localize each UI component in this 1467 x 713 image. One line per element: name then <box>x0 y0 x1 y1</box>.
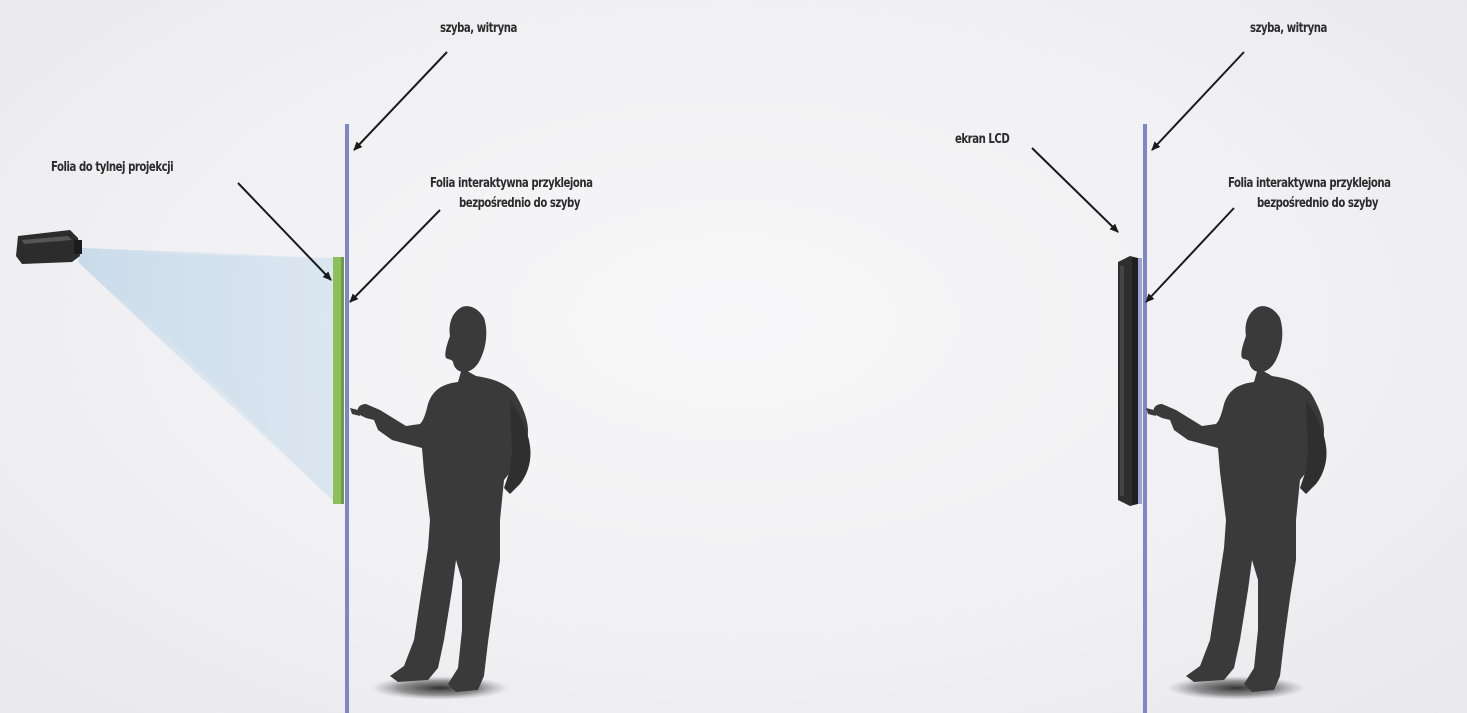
arrow-rear-film <box>237 182 332 281</box>
glass-pane-right <box>1143 124 1147 713</box>
glass-pane-left <box>345 124 349 713</box>
person-shadow-right <box>1166 676 1306 700</box>
label-touch-film-right-line2: bezpośrednio do szyby <box>1257 196 1378 211</box>
arrow-glass-left <box>353 51 448 151</box>
arrow-touch-film-left <box>349 209 441 303</box>
person-shadow-left <box>370 676 510 700</box>
rear-projection-film <box>333 257 341 504</box>
label-touch-film-left-line1: Folia interaktywna przyklejona <box>430 176 593 191</box>
arrow-touch-film-right <box>1145 207 1235 303</box>
projector-icon <box>16 230 82 264</box>
arrow-glass-right <box>1151 51 1245 151</box>
label-lcd-screen: ekran LCD <box>955 132 1010 147</box>
lcd-screen <box>1118 256 1138 506</box>
label-rear-projection-film: Folia do tylnej projekcji <box>51 160 174 175</box>
label-touch-film-left-line2: bezpośrednio do szyby <box>459 196 580 211</box>
label-touch-film-right-line1: Folia interaktywna przyklejona <box>1228 176 1391 191</box>
projection-beam-left-soft <box>80 252 336 504</box>
arrow-lcd <box>1031 147 1119 233</box>
person-silhouette-icon-left <box>350 306 531 692</box>
label-glass-right: szyba, witryna <box>1250 21 1327 36</box>
person-silhouette-icon-right <box>1146 306 1327 692</box>
label-glass-left: szyba, witryna <box>440 21 517 36</box>
projection-beam-left <box>78 248 336 504</box>
